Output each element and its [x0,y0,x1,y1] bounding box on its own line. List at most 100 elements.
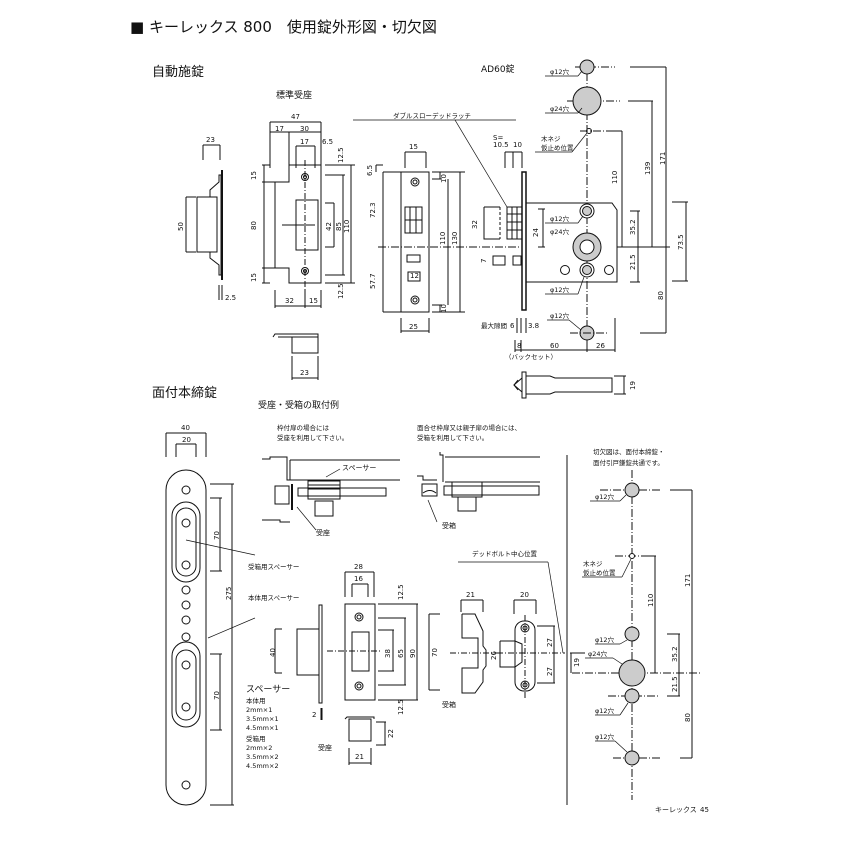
dim: 21 [355,753,364,761]
box-spacer-label: 受箱用スペーサー [248,563,300,571]
dim: 80 [657,291,665,300]
note-right-2: 受箱を利用して下さい。 [417,434,489,442]
mount-example-label: 受座・受箱の取付例 [258,401,340,411]
dim: 47 [291,113,300,121]
spacer-body-title: 本体用 [246,697,266,705]
dim: 12.5 [397,699,405,715]
hole24-label: φ24穴 [550,105,570,113]
dim: 35.2 [629,219,637,235]
dim: 10 [440,174,448,183]
page-title: ■ キーレックス 800 使用錠外形図・切欠図 [130,18,437,36]
dim: 42 [325,222,333,231]
dim: 2 [312,711,317,719]
dim: 15 [250,273,258,282]
screw-label-2: 仮止め位置 [583,569,616,577]
spacer-label: スペーサー [342,464,377,472]
cutout-note-1: 切欠図は、面付本締錠・ [593,448,665,456]
dim: 6 [510,322,515,330]
spacer-item: 3.5mm×1 [246,715,279,723]
dim: 110 [647,593,655,607]
footer-brand: キーレックス [655,806,697,814]
hole12-label: φ12穴 [550,312,570,320]
dim: 80 [250,221,258,230]
strike-label: 受座 [318,744,332,752]
screw-label-1: 木ネジ [583,560,603,568]
dim: 12.5 [397,584,405,600]
dim: 15 [309,297,318,305]
dim: 70 [431,648,439,657]
hole12-label: φ12穴 [595,707,615,715]
dim: 27 [546,667,554,676]
hole12-label: φ12穴 [595,636,615,644]
dim: 10 [440,304,448,313]
lock-faceplate-view [376,152,520,333]
spacer-box-title: 受箱用 [246,735,266,743]
dim: 38 [384,649,392,658]
section-heading-auto-lock: 自動施錠 [152,65,205,80]
spacer-item: 3.5mm×2 [246,753,279,761]
hole12-label: φ12穴 [595,493,615,501]
dim: 60 [550,342,559,350]
strike-label: 受座 [316,529,330,537]
dim: 57.7 [369,273,377,289]
model-label: AD60錠 [481,65,515,75]
strike-front-view [262,122,355,308]
s-label: S= [493,134,504,142]
dim: 110 [611,170,619,184]
latch-label: ダブルスローデッドラッチ [393,112,471,120]
dim: 23 [300,369,309,377]
dim: 10.5 [493,141,509,149]
screw-label-2: 仮止め位置 [541,144,574,152]
dim: 65 [397,649,405,658]
note-left-2: 受座を利用して下さい。 [277,434,349,442]
dim: 6.5 [322,138,334,146]
mount-example-box [417,452,540,522]
note-right-1: 面合せ枠扉又は親子扉の場合には、 [417,424,521,432]
surface-cutout [567,455,700,805]
strike-box-view [273,334,318,380]
dim: 24 [532,228,540,237]
dim: 10 [513,141,522,149]
dim: 16 [354,575,363,583]
section-heading-surface-lock: 面付本締錠 [152,386,218,401]
dim: 21.5 [671,676,679,692]
surface-lock-plate [166,433,255,805]
dim: 7 [480,258,488,263]
box-label: 受箱 [442,701,456,709]
footer-page-number: 45 [700,806,709,814]
box-label: 受箱 [442,522,456,530]
surface-deadbolt-side [275,605,380,720]
lock-body-side-view [353,120,617,352]
dim: 40 [181,424,190,432]
hole24-label: φ24穴 [588,650,608,658]
dim: 6.5 [366,164,374,176]
dim: 21.5 [629,254,637,270]
standard-strike-label: 標準受座 [276,91,313,101]
cutout-note-2: 面付引戸鎌錠共通です。 [593,459,664,467]
hole24-label: φ24穴 [550,228,570,236]
hole12-label: φ12穴 [550,68,570,76]
note-left-1: 枠付扉の場合には [277,424,329,432]
dim: 25 [409,323,418,331]
dim: 72.3 [369,202,377,218]
surface-strike-front [345,572,418,765]
deadbolt-center-label: デッドボルト中心位置 [472,550,537,558]
dim: 73.5 [677,234,685,250]
dim: 20 [182,436,191,444]
hole12-label: φ12穴 [550,286,570,294]
dim: 275 [225,586,233,600]
dim: 12.5 [337,283,345,299]
dim: 12 [410,272,419,280]
dim: 32 [285,297,294,305]
dim: 8 [517,342,522,350]
dim: 3.8 [528,322,540,330]
dim: 22 [387,729,395,738]
dim: 15 [409,143,418,151]
backset-label: （バックセット） [505,353,557,361]
dim: 85 [335,222,343,231]
spacer-item: 4.5mm×1 [246,724,279,732]
dim: 30 [300,125,309,133]
lock-cutout-top [535,60,688,350]
dim: 70 [213,531,221,540]
